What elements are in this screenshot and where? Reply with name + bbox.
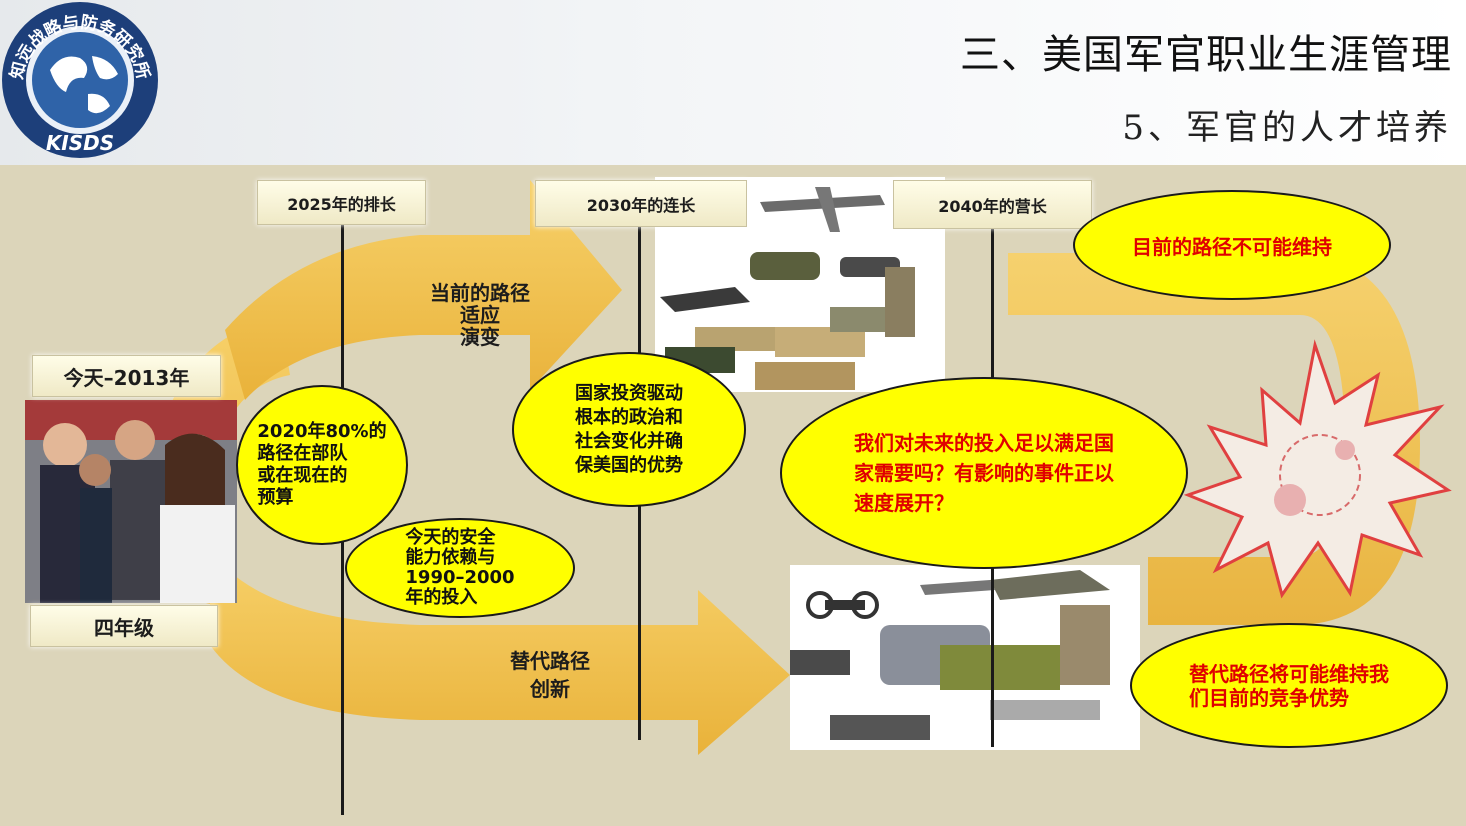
svg-text:KISDS: KISDS (46, 131, 114, 155)
milestone-2030-label: 2030年的连长 (535, 180, 747, 227)
slide-title: 三、美国军官职业生涯管理 (960, 32, 1452, 78)
diagram-stage: 2025年的排长 2030年的连长 2040年的营长 今天–2013年 四年级 … (0, 165, 1466, 826)
slide-subtitle: 5、军官的人才培养 (1122, 108, 1452, 148)
slide-header: 知远战略与防务研究所 KISDS 三、美国军官职业生涯管理 5、军官的人才培养 (0, 0, 1466, 165)
bubble-2020-budget: 2020年80%的 路径在部队 或在现在的 预算 (236, 385, 408, 545)
bubble-path-unsustainable: 目前的路径不可能维持 (1073, 190, 1391, 300)
alt-path-text: 替代路径 创新 (510, 649, 590, 701)
bubble-national-investment: 国家投资驱动 根本的政治和 社会变化并确 保美国的优势 (512, 352, 746, 507)
return-band (1008, 253, 1420, 625)
future-weapons-image (790, 565, 1140, 750)
bubble-future-question: 我们对未来的投入足以满足国 家需要吗？有影响的事件正以 速度展开？ (780, 377, 1188, 569)
current-path-text: 当前的路径 适应 演变 (430, 281, 530, 349)
milestone-2025-label: 2025年的排长 (257, 180, 426, 225)
bubble-alt-path-sustain: 替代路径将可能维持我 们目前的竞争优势 (1130, 623, 1448, 748)
starburst (1183, 339, 1452, 599)
children-photo (25, 400, 237, 603)
milestone-2040-label: 2040年的营长 (893, 180, 1092, 229)
grade-label: 四年级 (30, 605, 218, 647)
today-label: 今天–2013年 (32, 355, 221, 397)
current-path-arrow (225, 180, 622, 400)
bubble-security-investment: 今天的安全 能力依赖与 1990–2000 年的投入 (345, 518, 575, 618)
alt-path-arrow (210, 550, 790, 755)
path-arrows (150, 180, 1452, 755)
kisds-logo: 知远战略与防务研究所 KISDS (2, 2, 158, 158)
